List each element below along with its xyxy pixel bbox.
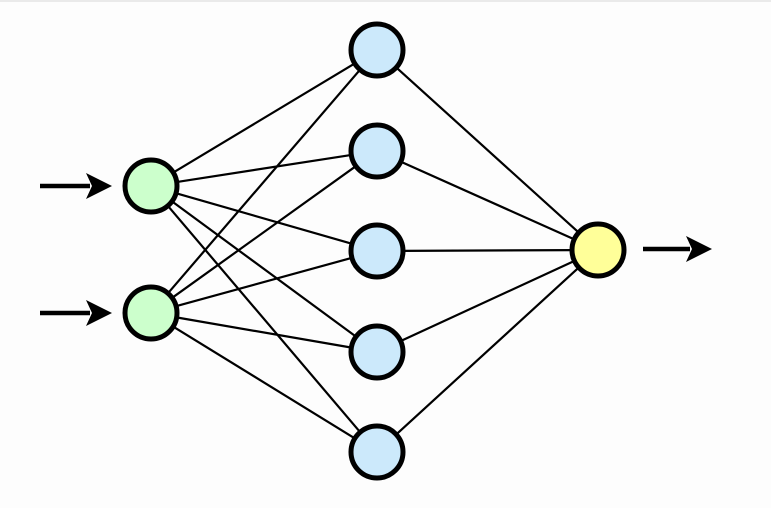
edge-i1-h3 [173, 191, 355, 246]
edge-i2-h5 [171, 324, 357, 441]
input-arrow-top-head-icon [86, 173, 112, 199]
output-arrow-head-icon [686, 236, 712, 262]
output-arrow [643, 236, 712, 262]
edge-i2-h1 [166, 67, 362, 296]
input-arrow-bottom [40, 300, 112, 326]
edge-i1-h2 [174, 153, 354, 184]
edge-i1-h4 [170, 199, 358, 339]
edge-h3-o1 [400, 249, 575, 252]
nodes-group [122, 21, 627, 481]
edge-h4-o1 [398, 259, 577, 343]
edge-h5-o1 [394, 265, 581, 437]
node-o1-output[interactable] [569, 221, 627, 279]
input-arrow-bottom-head-icon [86, 300, 112, 326]
edge-i2-h2 [170, 164, 358, 300]
node-i2-input[interactable] [122, 284, 180, 342]
node-h1-hidden[interactable] [348, 21, 406, 79]
edge-i1-h1 [171, 61, 357, 175]
edge-i1-h5 [166, 203, 362, 435]
input-arrow-top [40, 173, 112, 199]
edge-i2-h4 [174, 316, 354, 349]
node-h3-hidden[interactable] [348, 222, 406, 280]
arrows-group [40, 173, 712, 326]
node-h5-hidden[interactable] [348, 423, 406, 481]
edges-group [166, 61, 581, 441]
edge-i2-h3 [174, 256, 354, 308]
edge-h1-o1 [394, 65, 581, 235]
node-i1-input[interactable] [122, 157, 180, 215]
edge-h2-o1 [398, 160, 577, 241]
node-h4-hidden[interactable] [348, 323, 406, 381]
node-h2-hidden[interactable] [348, 122, 406, 180]
